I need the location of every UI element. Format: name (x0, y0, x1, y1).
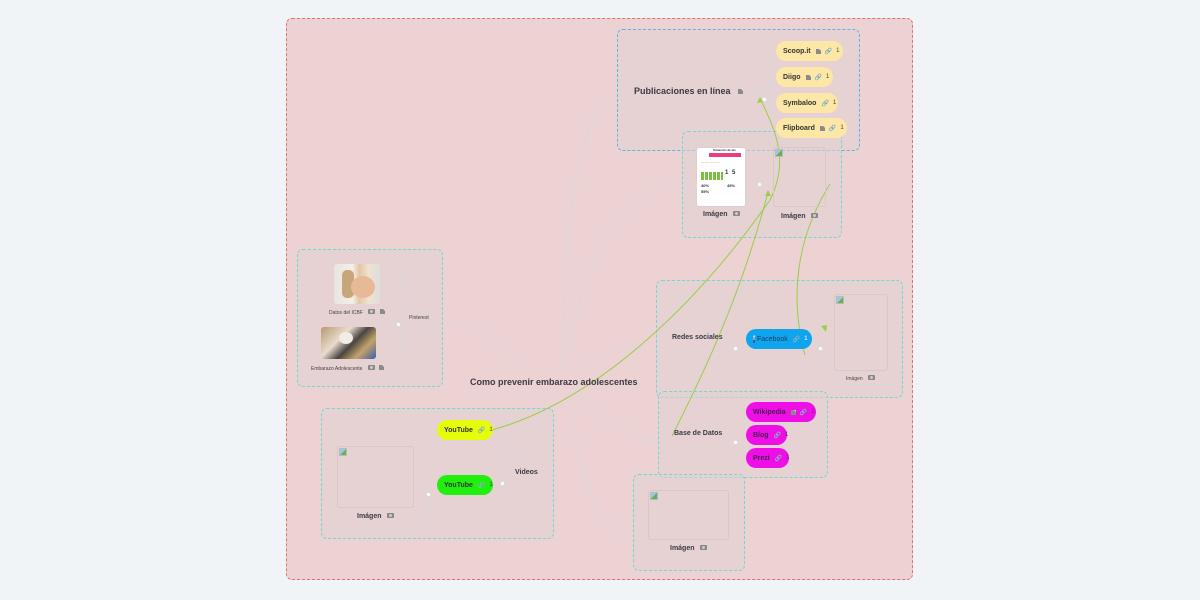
broken-image-icon (650, 492, 658, 500)
facebook-icon: f (753, 335, 755, 343)
topic-imagen[interactable]: Imágen (357, 513, 395, 520)
broken-image-icon (775, 149, 783, 157)
link-icon: 🔗 (477, 427, 486, 434)
topic-scoopit[interactable]: Scoop.it 🔗1 (776, 41, 843, 61)
node-dot[interactable] (818, 346, 823, 351)
camera-icon (387, 513, 395, 518)
infographic-image[interactable]: Situación de las — — — — — 1 5 40% 55% 4… (697, 148, 745, 206)
topic-facebook[interactable]: f Facebook 🔗1 (746, 329, 812, 349)
topic-youtube-1[interactable]: YouTube 🔗1 (437, 420, 493, 440)
photo-pregnant[interactable] (334, 264, 380, 304)
topic-symbaloo[interactable]: Symbaloo 🔗1 (776, 93, 838, 113)
broken-image[interactable] (834, 294, 888, 371)
broken-image-icon (836, 296, 844, 304)
topic-publicaciones[interactable]: Publicaciones en línea (634, 86, 744, 96)
node-dot[interactable] (733, 440, 738, 445)
camera-icon (733, 211, 741, 216)
note-icon (379, 309, 385, 314)
broken-image-icon (339, 448, 347, 456)
link-icon: 🔗 (773, 432, 782, 439)
people-icons (701, 172, 723, 180)
topic-blog[interactable]: Blog 🔗1 (746, 425, 788, 445)
topic-prezi[interactable]: Prezi 🔗1 (746, 448, 790, 468)
link-icon: 🔗 (799, 409, 808, 416)
topic-videos[interactable]: Videos (515, 469, 538, 476)
topic-youtube-2[interactable]: YouTube 🔗1 (437, 475, 493, 495)
link-icon: 🔗 (774, 455, 783, 462)
photo-adolescent[interactable] (321, 327, 376, 359)
node-dot[interactable] (762, 97, 767, 102)
note-icon (738, 89, 744, 94)
camera-icon (367, 365, 375, 370)
note-icon (379, 365, 385, 370)
camera-icon (868, 375, 876, 380)
broken-image[interactable] (337, 446, 414, 508)
topic-wikipedia[interactable]: Wikipedia 🔗1 (746, 402, 816, 422)
camera-icon (700, 545, 708, 550)
topic-embarazo-adolescente[interactable]: Embarazo Adolescente (311, 365, 385, 372)
topic-imagen[interactable]: Imágen (846, 375, 876, 382)
link-icon: 🔗 (477, 482, 486, 489)
node-dot[interactable] (733, 346, 738, 351)
topic-flipboard[interactable]: Flipboard 🔗1 (776, 118, 847, 138)
topic-redes-sociales[interactable]: Redes sociales (672, 334, 723, 341)
link-icon: 🔗 (821, 100, 829, 107)
topic-datos-icbf[interactable]: Datos del ICBF (329, 309, 385, 316)
broken-image[interactable] (648, 490, 729, 540)
camera-icon (811, 213, 819, 218)
topic-diigo[interactable]: Diigo 🔗1 (776, 67, 833, 87)
link-icon: 🔗 (814, 74, 822, 81)
topic-imagen[interactable]: Imágen (781, 213, 819, 220)
note-icon (815, 48, 821, 54)
topic-imagen[interactable]: Imágen (703, 211, 741, 218)
broken-image[interactable] (773, 147, 826, 207)
node-dot[interactable] (426, 492, 431, 497)
link-icon: 🔗 (824, 48, 833, 55)
node-dot[interactable] (500, 481, 505, 486)
node-dot[interactable] (757, 182, 762, 187)
topic-imagen[interactable]: Imágen (670, 545, 708, 552)
note-icon (790, 409, 796, 415)
central-topic[interactable]: Como prevenir embarazo adolescentes (470, 377, 638, 387)
camera-icon (368, 309, 376, 314)
belly (351, 276, 375, 298)
link-icon: 🔗 (828, 125, 837, 132)
topic-base-datos[interactable]: Base de Datos (674, 430, 723, 437)
topic-pinterest[interactable]: Pinterest (409, 315, 429, 321)
note-icon (819, 125, 825, 131)
link-icon: 🔗 (792, 336, 801, 343)
node-dot[interactable] (396, 322, 401, 327)
note-icon (805, 74, 811, 80)
